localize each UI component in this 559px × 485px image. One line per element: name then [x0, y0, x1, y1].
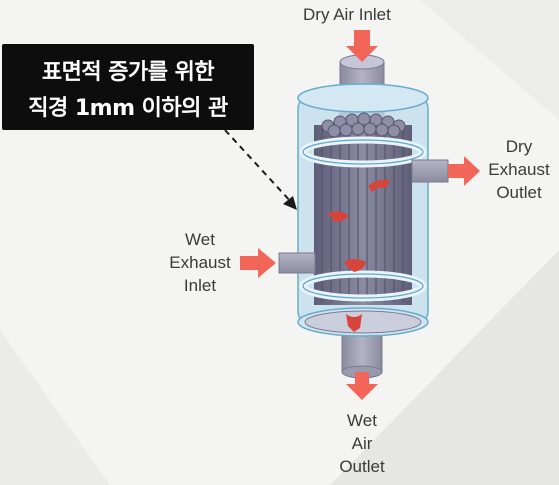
label-line: Dry — [505, 137, 533, 156]
arrow-dry-exhaust-out — [448, 156, 480, 186]
label-line: Wet — [185, 230, 215, 249]
callout-line-1: 표면적 증가를 위한 — [41, 60, 215, 85]
callout-pointer — [224, 129, 297, 210]
callout-line-2: 직경 1mm 이하의 관 — [28, 96, 228, 121]
lower-baffle-ring — [299, 270, 427, 302]
arrow-wet-exhaust-in — [240, 248, 276, 278]
flow-marks — [327, 179, 390, 332]
arrow-dry-air-in — [346, 30, 378, 62]
label-line: Inlet — [183, 276, 217, 295]
label-line: Outlet — [339, 457, 385, 476]
label-dry-exhaust-outlet: Dry Exhaust Outlet — [484, 136, 554, 203]
arrow-wet-air-out — [346, 372, 378, 400]
wet-exhaust-inlet-pipe — [278, 252, 316, 274]
label-line: Exhaust — [488, 160, 550, 179]
label-line: Outlet — [496, 183, 542, 202]
dry-exhaust-outlet-pipe — [411, 159, 449, 183]
label-wet-exhaust-inlet: Wet Exhaust Inlet — [156, 229, 244, 296]
label-line: Wet — [347, 411, 377, 430]
label-line: Exhaust — [169, 253, 231, 272]
callout-box: 표면적 증가를 위한 직경 1mm 이하의 관 — [2, 44, 254, 130]
label-dry-air-inlet: Dry Air Inlet — [303, 4, 391, 25]
label-dry-air-inlet-text: Dry Air Inlet — [303, 5, 391, 24]
upper-baffle-ring — [299, 136, 427, 168]
label-wet-air-outlet: Wet Air Outlet — [322, 410, 402, 477]
label-line: Air — [351, 434, 373, 453]
